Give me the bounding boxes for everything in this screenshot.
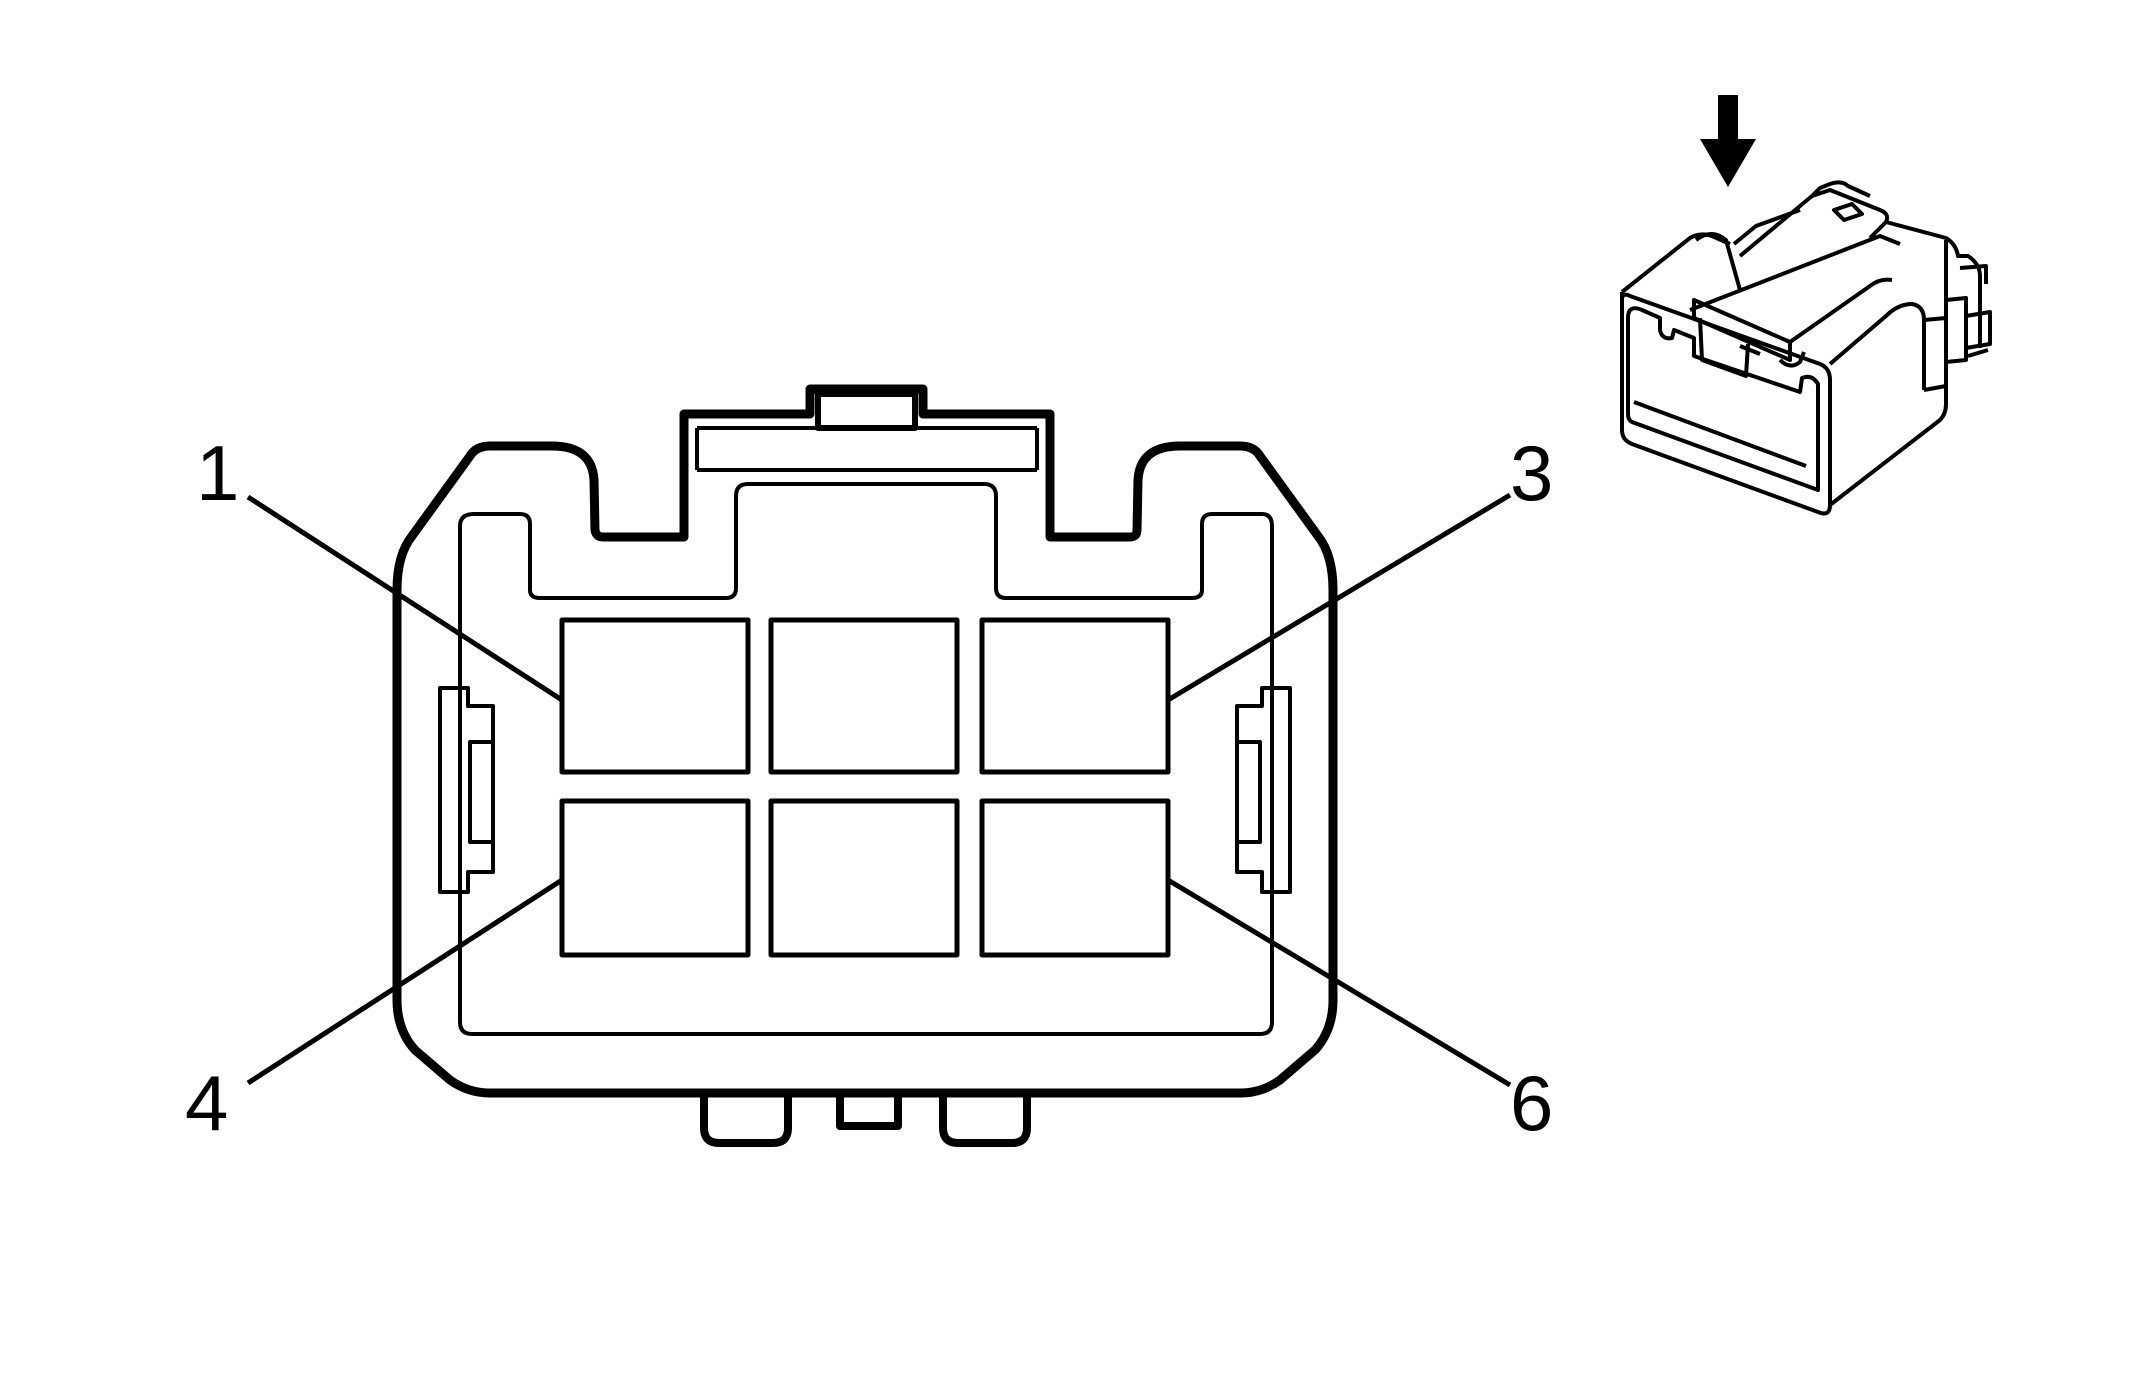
right-side-latch-window — [1235, 740, 1262, 844]
cavity-1 — [559, 617, 751, 775]
bottom-tab-left — [700, 1093, 792, 1147]
cavity-grid — [559, 617, 1171, 958]
connector-perspective-icon — [1620, 180, 1992, 516]
right-side-latch — [1235, 686, 1292, 894]
leader-line-pin-1 — [246, 494, 564, 703]
connector-inner-outline — [458, 482, 1274, 1036]
connector-face-view — [246, 384, 1512, 1147]
cavity-4 — [559, 798, 751, 958]
latch-tab — [815, 391, 918, 431]
left-side-latch-window — [468, 740, 495, 844]
pin-label-1: 1 — [196, 429, 239, 517]
cavity-2 — [768, 617, 960, 775]
pin-label-6: 6 — [1510, 1059, 1553, 1147]
view-direction-arrow-icon — [1700, 95, 1756, 187]
cavity-3 — [979, 617, 1171, 775]
leader-line-pin-4 — [246, 877, 564, 1086]
bottom-tab-center — [836, 1093, 902, 1130]
cavity-5 — [768, 798, 960, 958]
pin-label-3: 3 — [1510, 429, 1553, 517]
left-side-latch — [438, 686, 495, 894]
leader-line-pin-3 — [1166, 492, 1512, 703]
cavity-6 — [979, 798, 1171, 958]
connector-housing-outline — [392, 384, 1338, 1098]
bottom-tab-right — [939, 1093, 1031, 1147]
pin-label-4: 4 — [185, 1059, 228, 1147]
leader-line-pin-6 — [1166, 877, 1512, 1088]
